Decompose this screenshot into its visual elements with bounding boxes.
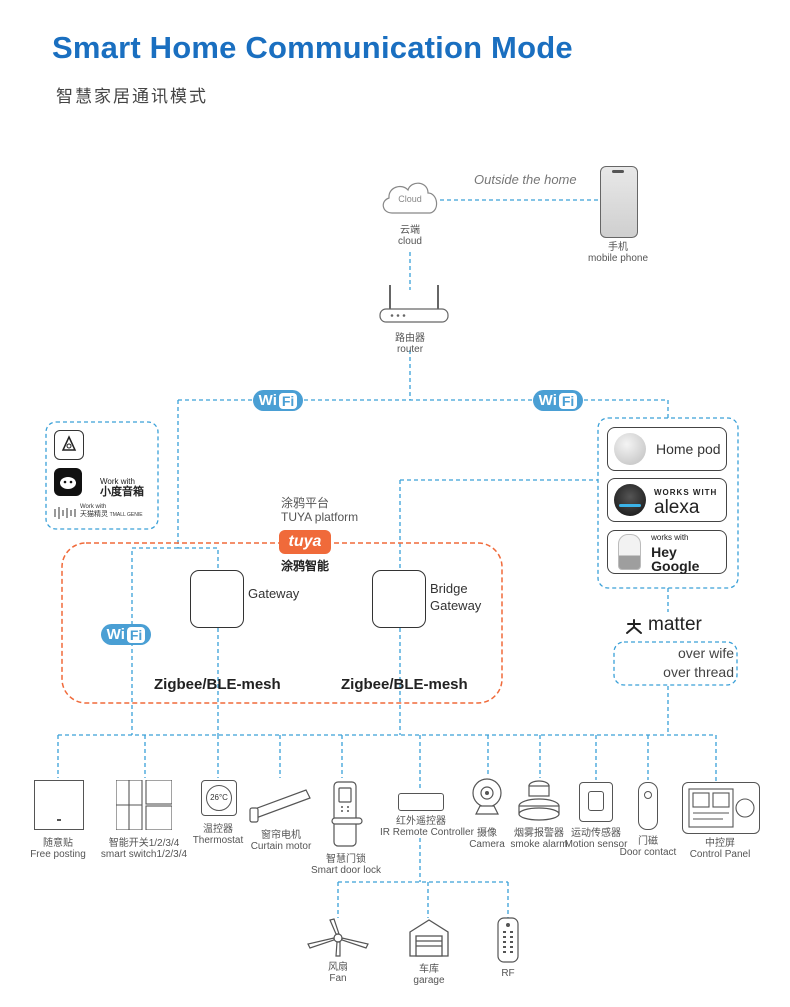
wifi-left-line xyxy=(131,547,178,735)
door-lock-icon xyxy=(330,780,364,852)
google-works-with: works with xyxy=(651,533,689,542)
page-title: Smart Home Communication Mode xyxy=(52,30,573,65)
tuya-logo-cn: 涂鸦智能 xyxy=(281,559,330,573)
alexa-label: alexa xyxy=(654,497,700,518)
protocol-left-label: Zigbee/BLE-mesh xyxy=(154,676,281,693)
ir-label-rf: RF xyxy=(501,968,515,979)
tuya-logo: tuya xyxy=(279,530,331,554)
matter-frame xyxy=(613,641,738,686)
cloud-icon-text: Cloud xyxy=(398,194,422,204)
cloud-icon: Cloud xyxy=(378,175,442,219)
homepod-label: Home pod xyxy=(656,441,721,457)
homepod-card: Home pod xyxy=(607,427,727,471)
tmall-logo-icon xyxy=(54,506,76,519)
alexa-card: WORKS WITH alexa xyxy=(607,478,727,522)
assistant-frame xyxy=(597,417,739,589)
tuya-platform-text: 涂鸦平台 TUYA platform xyxy=(281,496,359,524)
free-posting-icon xyxy=(34,780,84,830)
matter-label: matter xyxy=(648,614,702,635)
gateway-icon xyxy=(190,570,244,628)
aqara-logo-icon xyxy=(54,430,84,460)
smoke-alarm-icon xyxy=(516,778,562,822)
xiaodu-logo-icon xyxy=(54,468,82,496)
router-icon xyxy=(378,285,450,327)
curtain-motor-icon xyxy=(248,786,314,826)
to-gateway-line xyxy=(178,547,219,570)
thermostat-icon: 26°C xyxy=(201,780,237,816)
ecosystem-frame xyxy=(45,421,159,530)
garage-icon xyxy=(408,918,450,958)
page-subtitle: 智慧家居通讯模式 xyxy=(56,87,208,106)
outside-home-text: Outside the home xyxy=(474,172,577,187)
camera-icon xyxy=(470,776,504,818)
google-label: Hey Google xyxy=(651,544,700,574)
tmall-text: Work with 天猫精灵 TMALL GENIE xyxy=(80,504,143,518)
thermostat-display: 26°C xyxy=(206,785,232,811)
google-home-icon xyxy=(618,534,642,570)
alexa-works-with: WORKS WITH xyxy=(654,488,718,497)
rf-remote-icon xyxy=(496,916,520,964)
fan-icon xyxy=(306,918,370,958)
protocol-right-label: Zigbee/BLE-mesh xyxy=(341,676,468,693)
google-card: works with Hey Google xyxy=(607,530,727,574)
ir-remote-icon xyxy=(398,793,444,811)
control-panel-icon xyxy=(682,782,760,834)
homepod-icon xyxy=(614,433,646,465)
echo-icon xyxy=(614,484,646,516)
mobile-phone-icon xyxy=(600,166,638,238)
matter-icon xyxy=(624,617,644,642)
door-contact-icon xyxy=(638,782,658,830)
smart-switch-icon xyxy=(115,779,173,831)
bridge-gateway-icon xyxy=(372,570,426,628)
motion-sensor-icon xyxy=(579,782,613,822)
xiaodu-text: Work with 小度音箱 xyxy=(100,477,144,498)
gateway-label: Gateway xyxy=(248,586,300,601)
